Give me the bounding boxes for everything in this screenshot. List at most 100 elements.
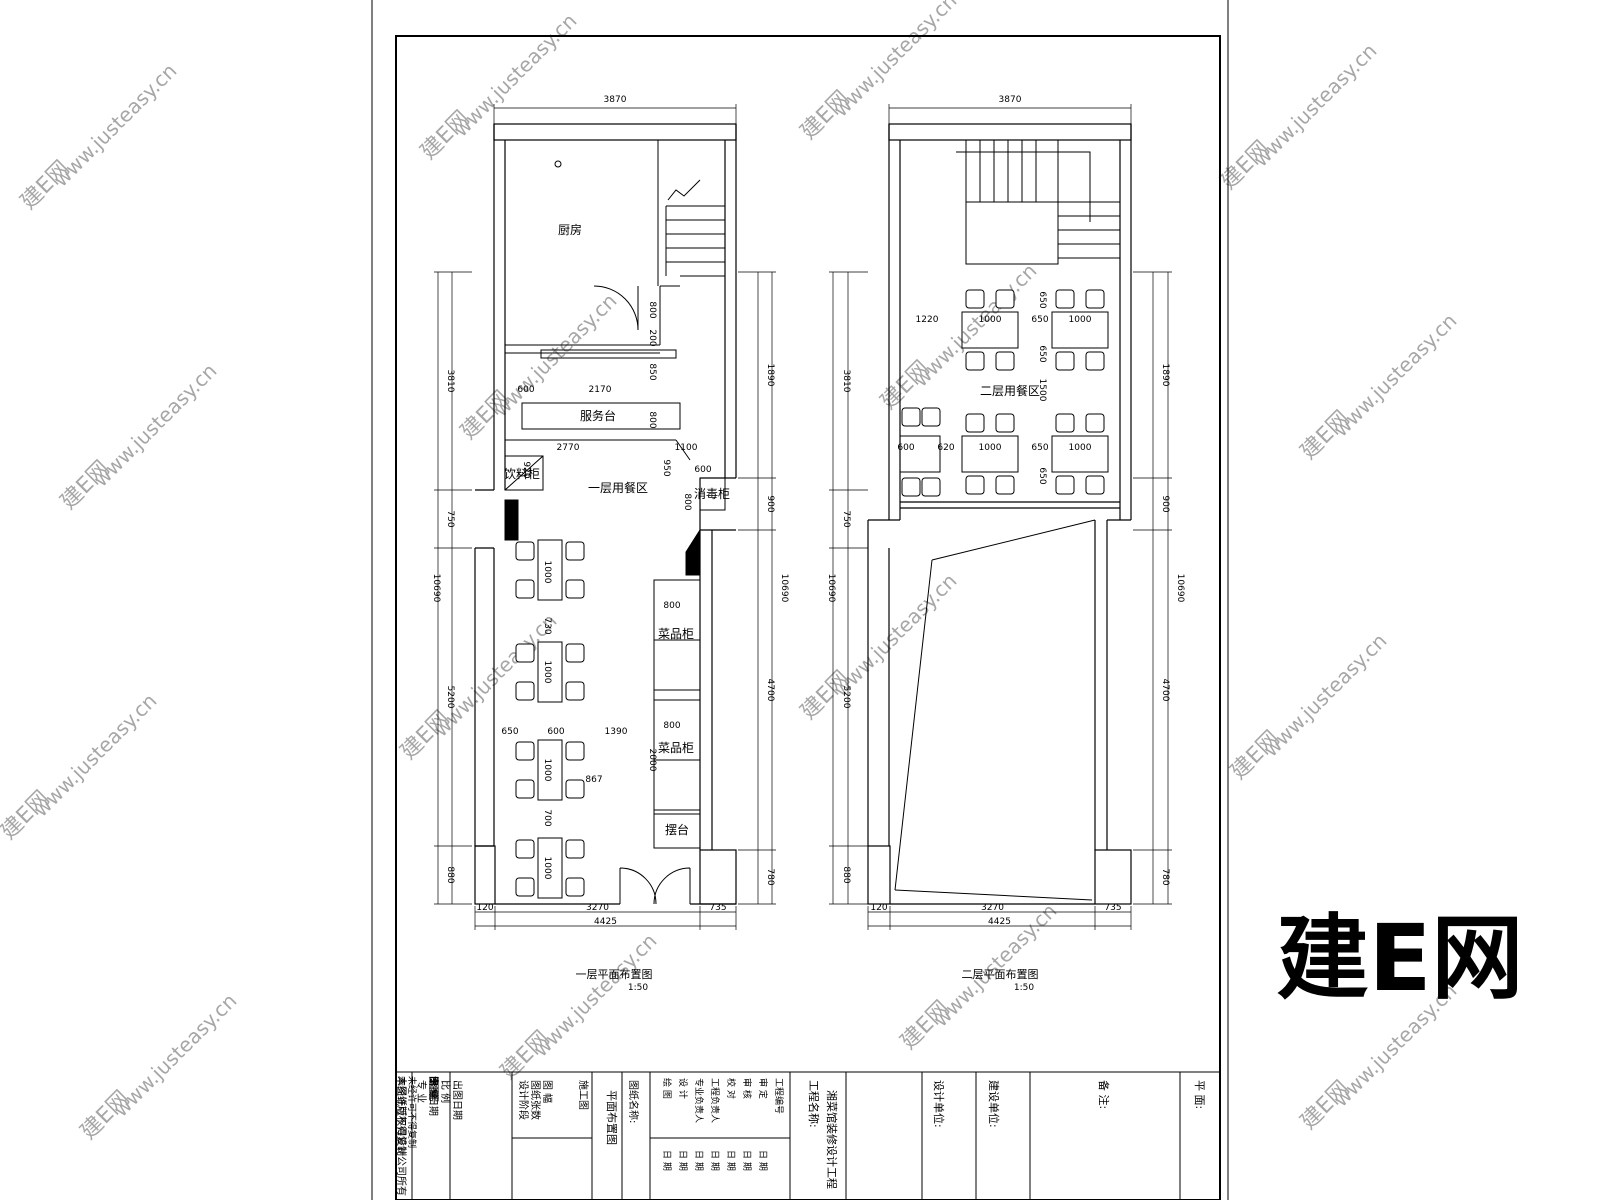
floor-2-stair (956, 139, 1120, 265)
tb-date-3: 日 期 (709, 1150, 720, 1171)
f1-inner-dim-10: 600 (694, 465, 711, 475)
f2-inner-dim-4: 650 (1037, 291, 1047, 308)
floor2-dim-bottom-part-1: 3270 (981, 903, 1004, 913)
tb-date-2: 日 期 (693, 1150, 704, 1171)
f1-inner-dim-17: 1390 (605, 727, 628, 737)
floor2-dim-bottom-total: 4425 (988, 917, 1011, 927)
tb-date-5: 日 期 (741, 1150, 752, 1171)
f1-table-4-chair-4 (565, 877, 585, 897)
f1-inner-dim-19: 2000 (647, 749, 657, 772)
f1-drawing-title: 一层平面布置图 (576, 968, 653, 981)
dining-tables (515, 289, 1109, 899)
f1-inner-dim-5: 800 (647, 411, 657, 428)
f1-inner-dim-11: 800 (682, 493, 692, 510)
floor-1-walls (474, 123, 737, 905)
f2-table-1-top (961, 311, 1019, 349)
tb-field-label2-0: 设计阶段 (517, 1080, 530, 1120)
f1-table-4-chair-2 (515, 877, 535, 897)
f1-inner-dim-12: 1000 (542, 561, 552, 584)
f2-table-1-chair-2 (995, 289, 1015, 309)
floor1-dim-right-part-3: 780 (765, 868, 775, 885)
dimension-lines (434, 104, 1172, 930)
f1-inner-dim-23: 800 (663, 721, 680, 731)
f1-inner-dim-24: 1000 (542, 857, 552, 880)
f2-table-4-top (1051, 435, 1109, 473)
f1-table-3-top (537, 739, 563, 801)
f2-dim-top: 3870 (999, 95, 1022, 105)
f2-table-5-top (899, 435, 941, 473)
f2-table-1-chair-4 (995, 351, 1015, 371)
tb-stage-value: 施工图 (577, 1080, 590, 1110)
f1-inner-dim-16: 600 (547, 727, 564, 737)
tb-construction-unit: 建设单位: (987, 1080, 1001, 1128)
f2-chair-single-1 (901, 407, 921, 427)
floor2-dim-left-part-3: 880 (841, 866, 851, 883)
outer-dimensions: 1069038107505200880106901890900470078012… (431, 364, 1185, 927)
f2-table-2-chair-2 (1085, 289, 1105, 309)
f1-inner-dim-15: 650 (501, 727, 518, 737)
floor-2-walls (867, 123, 1132, 905)
f2-inner-dim-10: 1000 (979, 443, 1002, 453)
floor2-dim-left-part-1: 750 (841, 510, 851, 527)
drinks-cabinet (504, 455, 544, 541)
f2-table-1-chair-1 (965, 289, 985, 309)
tb-project-label: 工程名称: (807, 1080, 821, 1128)
service-counter (505, 349, 691, 461)
tb-date-1: 日 期 (677, 1150, 688, 1171)
floor2-dim-bottom-part-2: 735 (1104, 903, 1121, 913)
f1-inner-dim-8: 920 (521, 461, 531, 478)
tb-drawing-name-value: 平面布置图 (605, 1090, 618, 1145)
tb-drawing-name-label: 图纸名称: (627, 1080, 640, 1123)
tb-fields-3: 出图日期 (427, 1076, 440, 1116)
disinfection-cabinet (685, 477, 726, 576)
tb-signoff-3: 工程负责人 (709, 1078, 721, 1123)
f2-table-4-chair-2 (1085, 413, 1105, 433)
f2-table-3-chair-1 (965, 413, 985, 433)
f2-inner-dim-12: 1000 (1069, 443, 1092, 453)
floor2-dim-left-part-0: 3810 (841, 370, 851, 393)
f1-table-2-chair-4 (565, 681, 585, 701)
f2-dining-area-label: 二层用餐区 (980, 383, 1040, 398)
tb-signoff-2: 专业负责人 (693, 1078, 705, 1123)
floor1-dim-left-part-2: 5200 (445, 686, 455, 709)
f2-table-3-chair-2 (995, 413, 1015, 433)
floor1-dim-left-part-3: 880 (445, 866, 455, 883)
f1-inner-dim-1: 200 (647, 329, 657, 346)
f1-inner-dim-2: 850 (647, 363, 657, 380)
tb-signoff-1: 设 计 (677, 1078, 689, 1099)
f2-table-2-chair-1 (1055, 289, 1075, 309)
floor1-dim-bottom-total: 4425 (594, 917, 617, 927)
f2-inner-dim-0: 1220 (916, 315, 939, 325)
f2-table-2-chair-4 (1085, 351, 1105, 371)
f1-dish-cabinet-2-label: 菜品柜 (658, 741, 694, 755)
floor1-dim-right-part-0: 1890 (765, 364, 775, 387)
f1-inner-dim-14: 1000 (542, 661, 552, 684)
watermark-logo: 建E网 (1277, 905, 1524, 1012)
floor2-dim-bottom-part-0: 120 (870, 903, 887, 913)
f1-inner-dim-7: 1100 (675, 443, 698, 453)
tb-design-unit: 设计单位: (932, 1080, 946, 1128)
f1-table-3-chair-3 (565, 741, 585, 761)
f1-inner-dim-6: 2770 (557, 443, 580, 453)
f1-table-1-chair-4 (565, 579, 585, 599)
f2-table-3-chair-4 (995, 475, 1015, 495)
floor1-dim-bottom-part-2: 735 (709, 903, 726, 913)
tb-date-4: 日 期 (725, 1150, 736, 1171)
f1-table-1-top (537, 539, 563, 601)
tb-signoff-7: 工程编号 (773, 1078, 785, 1114)
f2-inner-dim-1: 1000 (979, 315, 1002, 325)
f1-inner-dim-4: 2170 (589, 385, 612, 395)
f1-kitchen-label: 厨房 (558, 222, 582, 237)
f1-table-2-chair-3 (565, 643, 585, 663)
f2-table-4-chair-4 (1085, 475, 1105, 495)
floor1-dim-right-total: 10690 (779, 574, 789, 603)
floor1-dim-bottom-part-1: 3270 (586, 903, 609, 913)
f2-table-4-chair-3 (1055, 475, 1075, 495)
tb-remarks: 备 注: (1097, 1080, 1111, 1109)
f1-table-4-chair-3 (565, 839, 585, 859)
tb-field-label2-2: 图 幅 (541, 1080, 554, 1103)
f2-drawing-title: 二层平面布置图 (962, 968, 1039, 981)
f1-table-3-chair-2 (515, 779, 535, 799)
title-block (396, 1071, 1220, 1200)
